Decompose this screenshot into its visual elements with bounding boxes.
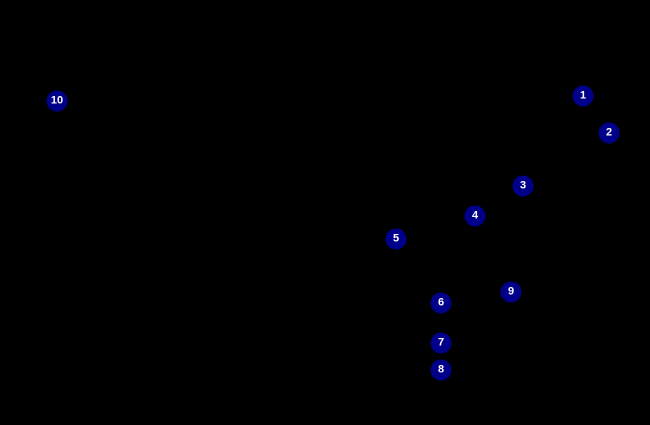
numbered-marker-4[interactable]: 4: [464, 205, 486, 227]
numbered-marker-1[interactable]: 1: [572, 85, 594, 107]
numbered-marker-2[interactable]: 2: [598, 122, 620, 144]
numbered-marker-9[interactable]: 9: [500, 281, 522, 303]
numbered-marker-8[interactable]: 8: [430, 359, 452, 381]
numbered-marker-7[interactable]: 7: [430, 332, 452, 354]
numbered-marker-10[interactable]: 10: [46, 90, 68, 112]
numbered-marker-6[interactable]: 6: [430, 292, 452, 314]
numbered-marker-3[interactable]: 3: [512, 175, 534, 197]
numbered-marker-5[interactable]: 5: [385, 228, 407, 250]
